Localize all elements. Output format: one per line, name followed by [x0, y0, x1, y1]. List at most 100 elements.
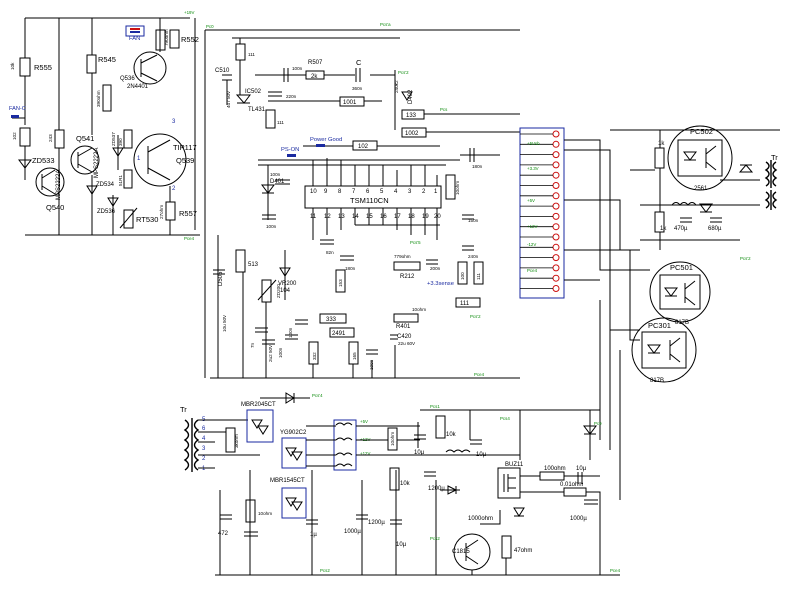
svg-text:100ohm: 100ohm — [544, 466, 566, 472]
svg-text:Pcs2: Pcs2 — [320, 568, 330, 573]
svg-text:Pcs'2: Pcs'2 — [398, 70, 409, 75]
svg-text:333: 333 — [326, 317, 337, 323]
svg-text:+5Vsb: +5Vsb — [527, 141, 540, 146]
svg-text:-12V: -12V — [527, 242, 536, 247]
svg-text:165: 165 — [352, 352, 357, 360]
connector-pin — [552, 202, 560, 210]
svg-text:Pcs2: Pcs2 — [430, 536, 440, 541]
label-fan: FAN — [129, 36, 140, 42]
svg-text:10k: 10k — [10, 62, 15, 70]
svg-text:6: 6 — [366, 189, 370, 195]
label-power-good: Power Good — [310, 137, 342, 143]
connector-pin — [552, 254, 560, 262]
svg-text:Pcs'2: Pcs'2 — [740, 256, 751, 261]
label-ic: TSM110CN — [350, 196, 389, 205]
svg-text:2k: 2k — [311, 74, 318, 80]
svg-text:240k2: 240k2 — [394, 80, 399, 93]
svg-text:100: 100 — [460, 272, 465, 280]
svg-text:3kohm: 3kohm — [234, 434, 239, 448]
connector-pin — [552, 182, 560, 189]
svg-text:R545: R545 — [98, 55, 116, 64]
svg-text:1: 1 — [434, 189, 438, 195]
svg-text:2: 2 — [422, 189, 426, 195]
svg-text:102: 102 — [12, 132, 17, 140]
svg-text:1k: 1k — [660, 226, 667, 232]
svg-text:22u 60V: 22u 60V — [398, 341, 416, 346]
svg-text:TL431: TL431 — [248, 107, 266, 113]
svg-text:1002: 1002 — [405, 131, 419, 137]
connector-pin — [552, 161, 560, 169]
svg-text:332: 332 — [312, 352, 317, 360]
svg-text:0.01ohm: 0.01ohm — [560, 482, 583, 488]
svg-text:5: 5 — [380, 189, 384, 195]
svg-text:C510: C510 — [215, 68, 230, 74]
svg-text:10u 50V: 10u 50V — [222, 314, 227, 332]
svg-text:513: 513 — [248, 262, 259, 268]
svg-text:82n: 82n — [326, 250, 334, 255]
svg-text:2u2 50V: 2u2 50V — [268, 344, 273, 362]
svg-text:12: 12 — [324, 214, 331, 220]
svg-text:4: 4 — [394, 189, 398, 195]
svg-text:8: 8 — [338, 189, 342, 195]
svg-text:D505: D505 — [218, 271, 224, 286]
svg-text:10ohm: 10ohm — [455, 181, 460, 195]
svg-text:20: 20 — [434, 214, 441, 220]
svg-text:Pce4: Pce4 — [610, 568, 621, 573]
svg-text:IC502: IC502 — [245, 89, 262, 95]
svg-text:YG902C2: YG902C2 — [280, 430, 307, 436]
svg-text:+19V: +19V — [184, 10, 194, 15]
svg-text:Pce4: Pce4 — [184, 236, 195, 241]
svg-text:10ohm: 10ohm — [412, 307, 426, 312]
svg-text:1000µ: 1000µ — [344, 529, 361, 535]
svg-text:470µ: 470µ — [674, 226, 688, 232]
svg-text:817B: 817B — [650, 378, 664, 384]
output-section: Tr 564 321 3kohm MBR2045CT YG902C2 MBR15… — [180, 392, 621, 576]
svg-text:MPS2222A: MPS2222A — [94, 148, 100, 178]
svg-text:1k: 1k — [658, 141, 665, 147]
svg-text:19: 19 — [422, 214, 429, 220]
svg-text:R212: R212 — [400, 274, 415, 280]
svg-text:10µ: 10µ — [414, 450, 425, 456]
svg-text:111: 111 — [460, 301, 470, 307]
svg-text:10k: 10k — [400, 481, 411, 487]
label-r555: R555 — [34, 63, 52, 72]
svg-text:14: 14 — [352, 214, 359, 220]
svg-text:243: 243 — [48, 134, 53, 142]
svg-text:ZD537: ZD537 — [111, 132, 116, 146]
svg-text:47ohm: 47ohm — [514, 548, 532, 554]
svg-text:180n: 180n — [345, 266, 356, 271]
svg-text:+12V: +12V — [527, 224, 537, 229]
svg-text:17: 17 — [394, 214, 401, 220]
svg-text:C420: C420 — [397, 334, 412, 340]
svg-text:PC501: PC501 — [670, 263, 693, 272]
svg-text:1µ: 1µ — [310, 532, 317, 538]
svg-text:Pc9: Pc9 — [594, 421, 602, 426]
label-zd533: ZD533 — [32, 156, 55, 165]
svg-text:1000ohm: 1000ohm — [468, 516, 493, 522]
svg-text:153: 153 — [338, 279, 343, 287]
svg-text:27ohm: 27ohm — [159, 205, 164, 219]
connector-bus: +5Vsb +3.3V +5V +12V -12V Pce4 — [519, 127, 565, 299]
svg-text:R557: R557 — [179, 209, 197, 218]
svg-text:4: 4 — [202, 436, 206, 442]
connector-pin — [552, 151, 560, 159]
svg-text:100n: 100n — [278, 347, 283, 358]
svg-text:10: 10 — [310, 189, 317, 195]
svg-text:Q539: Q539 — [176, 156, 194, 165]
svg-text:1200µ: 1200µ — [368, 520, 385, 526]
svg-text:10µ: 10µ — [476, 452, 487, 458]
svg-text:100n: 100n — [266, 224, 277, 229]
svg-text:1: 1 — [137, 156, 141, 162]
svg-text:Pce4: Pce4 — [474, 372, 485, 377]
svg-text:100n: 100n — [270, 172, 281, 177]
svg-text:111: 111 — [248, 52, 255, 57]
svg-text:R552: R552 — [181, 35, 199, 44]
connector-pin — [552, 140, 560, 148]
svg-text:111: 111 — [277, 120, 284, 125]
svg-text:111: 111 — [476, 273, 481, 280]
svg-text:2491: 2491 — [332, 331, 346, 337]
svg-text:3: 3 — [172, 119, 176, 125]
fan-regulator-section: +19V R555 10k FAN-C 102 ZD533 Q540 MPS22… — [9, 10, 200, 241]
svg-text:10ohm: 10ohm — [390, 432, 395, 446]
